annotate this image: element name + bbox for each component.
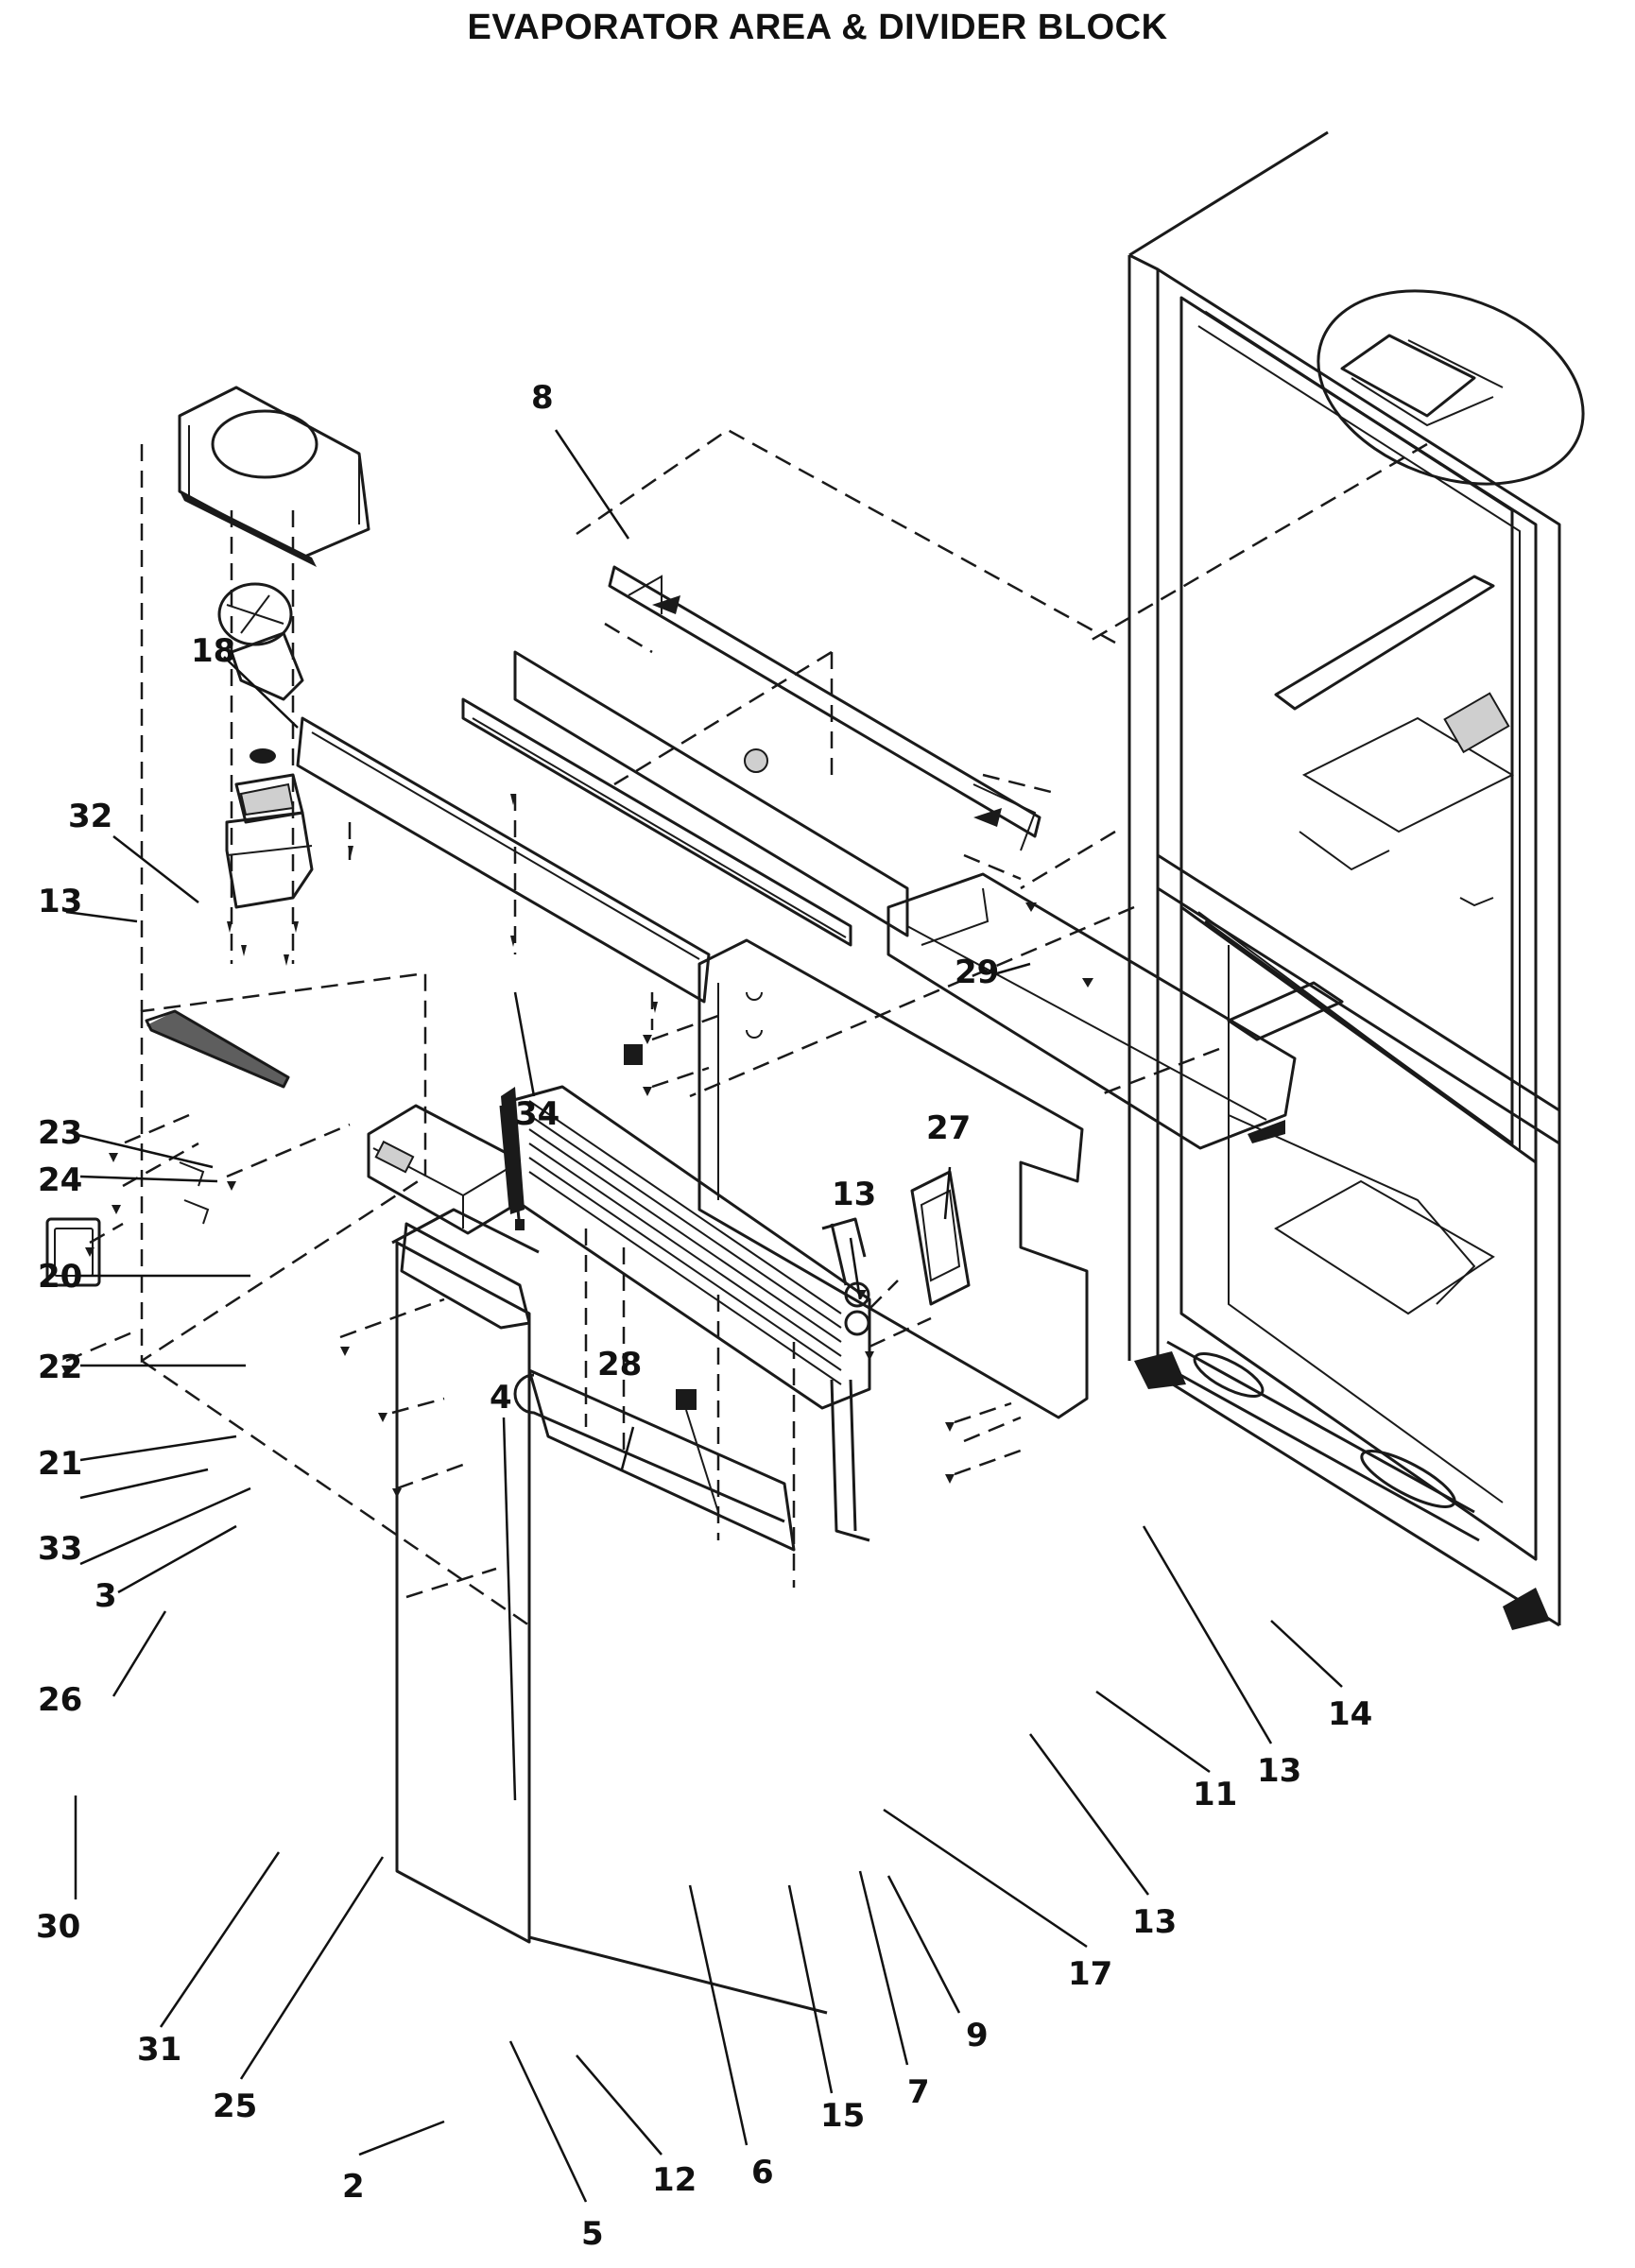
callout-34: 34 (515, 1095, 559, 1133)
callout-20: 20 (38, 1258, 82, 1296)
callout-11: 11 (1193, 1776, 1237, 1813)
callout-7: 7 (907, 2073, 930, 2111)
callout-18: 18 (191, 632, 235, 670)
callout-2: 2 (342, 2168, 365, 2206)
callout-28: 28 (597, 1346, 642, 1383)
callout-13-fan: 13 (38, 883, 82, 920)
callout-32: 32 (68, 798, 112, 835)
diagram-title: EVAPORATOR AREA & DIVIDER BLOCK (467, 8, 1168, 47)
callout-33: 33 (38, 1530, 82, 1568)
callout-13-mid: 13 (832, 1176, 876, 1213)
callout-17: 17 (1068, 1955, 1112, 1993)
callout-8: 8 (531, 379, 554, 417)
fan-motor-assembly (140, 386, 370, 1011)
evaporator-cover-assembly (45, 971, 828, 2015)
callout-13-right: 13 (1257, 1752, 1301, 1790)
callout-3: 3 (95, 1577, 117, 1615)
callout-6: 6 (751, 2154, 774, 2191)
leader-lines (65, 429, 1343, 2203)
callout-24: 24 (38, 1161, 82, 1199)
callout-25: 25 (213, 2088, 257, 2125)
callout-4: 4 (490, 1379, 512, 1417)
refrigerator-cabinet (689, 130, 1585, 1630)
callout-31: 31 (137, 2031, 181, 2069)
callout-23: 23 (38, 1114, 82, 1152)
callout-labels: 8 18 32 13 23 34 24 20 22 21 33 3 26 30 … (36, 379, 1372, 2253)
callout-13-lower: 13 (1132, 1903, 1177, 1941)
callout-12: 12 (652, 2161, 697, 2199)
callout-22: 22 (38, 1349, 82, 1386)
evaporator-coil (499, 1044, 871, 1588)
divider-block (643, 872, 1297, 1484)
callout-9: 9 (966, 2017, 989, 2054)
divider-rails-assembly (296, 428, 1116, 1030)
callout-29: 29 (955, 954, 999, 991)
callout-15: 15 (820, 2097, 865, 2135)
callout-14: 14 (1328, 1695, 1372, 1733)
callout-26: 26 (38, 1681, 82, 1719)
callout-27: 27 (926, 1109, 971, 1147)
callout-21: 21 (38, 1445, 82, 1483)
callout-5: 5 (581, 2215, 604, 2253)
callout-30: 30 (36, 1908, 80, 1946)
